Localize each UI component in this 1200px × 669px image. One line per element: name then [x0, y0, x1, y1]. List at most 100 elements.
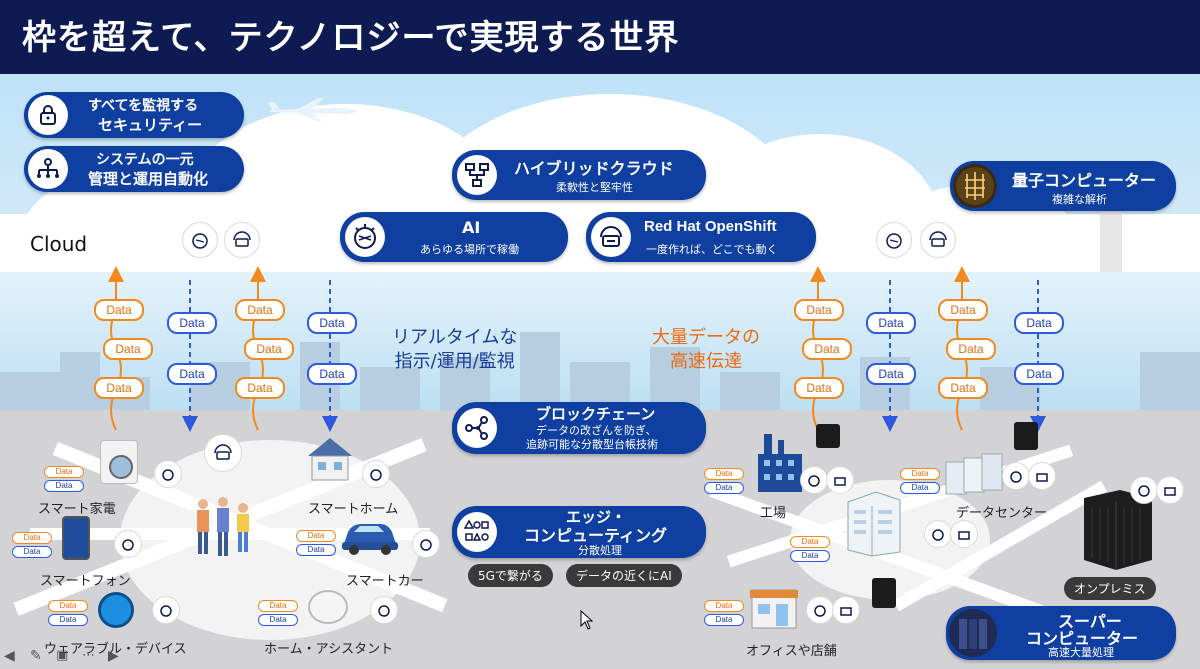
datacenter-label: データセンター [956, 506, 1048, 521]
openshift-device-icon [826, 466, 854, 494]
openshift-small-icon [224, 222, 260, 258]
quantum-pill[interactable]: 量子コンピューター 複雑な解析 [950, 161, 1176, 211]
openshift-title: Red Hat OpenShift [644, 218, 777, 235]
page-title: 枠を超えて、テクノロジーで実現する世界 [22, 18, 680, 58]
quantum-computer-image [953, 164, 997, 208]
quantum-title: 量子コンピューター [1012, 171, 1157, 190]
mouse-cursor-icon [580, 610, 594, 630]
hybrid-sub: 柔軟性と堅牢性 [556, 181, 633, 194]
more-icon[interactable]: ⋯ [82, 648, 95, 663]
data-down-label: Data [866, 363, 916, 385]
openshift-small-icon-right [920, 222, 956, 258]
ai-small-icon [182, 222, 218, 258]
wearable-icon [98, 592, 134, 628]
cloud-label: Cloud [30, 232, 88, 256]
datacenter-icon [945, 453, 1003, 495]
bigdata-line2: 高速伝達 [670, 351, 742, 372]
title-bar: 枠を超えて、テクノロジーで実現する世界 [0, 0, 1200, 74]
server-icon [872, 578, 896, 608]
mini-data-label: Data [48, 600, 88, 612]
ai-device-icon [152, 596, 180, 624]
data-up-label: Data [103, 338, 153, 360]
mini-data-label: Data [900, 468, 940, 480]
blockchain-sub1: データの改ざんを防ぎ、 [536, 424, 657, 437]
openshift-device-icon [832, 596, 860, 624]
openshift-device-icon [204, 434, 242, 472]
people-icon [197, 497, 249, 556]
home-assistant-label: ホーム・アシスタント [264, 642, 394, 657]
openshift-sub: 一度作れば、どこでも動く [646, 243, 778, 256]
ai-device-icon [806, 596, 834, 624]
mini-data-label: Data [296, 544, 336, 556]
ai-device-icon [800, 466, 828, 494]
ai-device-icon [362, 460, 390, 488]
supercomputer-image [949, 609, 997, 657]
hybrid-cloud-pill[interactable]: ハイブリッドクラウド 柔軟性と堅牢性 [452, 150, 706, 200]
mini-data-label: Data [296, 530, 336, 542]
data-up-label: Data [94, 299, 144, 321]
data-down-label: Data [866, 312, 916, 334]
office-building-icon [847, 491, 901, 557]
ai-pill[interactable]: AI あらゆる場所で稼働 [340, 212, 568, 262]
management-pill[interactable]: システムの一元 管理と運用自動化 [24, 146, 244, 192]
wearable-label: ウェアラブル・デバイス [44, 642, 187, 657]
data-up-label: Data [938, 377, 988, 399]
data-up-label: Data [946, 338, 996, 360]
onprem-server-rack-icon [1084, 490, 1152, 570]
data-up-label: Data [244, 338, 294, 360]
mini-data-label: Data [12, 546, 52, 558]
presentation-toolbar: ◀ ✎ ▣ ⋯ ▶ [0, 646, 130, 669]
edge-computing-pill[interactable]: エッジ・ コンピューティング 分散処理 [452, 506, 706, 558]
openshift-icon [591, 217, 631, 257]
mini-data-label: Data [44, 466, 84, 478]
hybrid-title: ハイブリッドクラウド [514, 159, 674, 178]
edge-title1: エッジ・ [566, 508, 627, 526]
mini-data-label: Data [704, 600, 744, 612]
hierarchy-icon [28, 149, 68, 189]
blockchain-title: ブロックチェーン [536, 405, 656, 423]
mini-data-label: Data [258, 600, 298, 612]
server-icon [816, 424, 840, 448]
supercomputer-line2: コンピューター [1026, 629, 1139, 648]
smartphone-icon [62, 516, 90, 560]
ai-device-icon [114, 530, 142, 558]
near-data-ai-tag: データの近くにAI [566, 564, 682, 587]
ai-device-icon [370, 596, 398, 624]
data-down-label: Data [167, 363, 217, 385]
ai-device-icon [1002, 462, 1030, 490]
security-pill[interactable]: すべてを監視する セキュリティー [24, 92, 244, 138]
smart-appliance-label: スマート家電 [38, 502, 116, 517]
openshift-pill[interactable]: Red Hat OpenShift 一度作れば、どこでも動く [586, 212, 816, 262]
data-up-label: Data [235, 377, 285, 399]
factory-label: 工場 [760, 506, 787, 521]
management-line2: 管理と運用自動化 [88, 170, 209, 188]
data-down-label: Data [167, 312, 217, 334]
server-icon [1014, 422, 1038, 450]
prev-arrow-icon[interactable]: ◀ [4, 648, 15, 664]
supercomputer-pill[interactable]: スーパー コンピューター 高速大量処理 [946, 606, 1176, 660]
ai-device-icon [154, 460, 182, 488]
shapes-icon [457, 512, 497, 552]
data-up-label: Data [794, 377, 844, 399]
mini-data-label: Data [258, 614, 298, 626]
edge-title2: コンピューティング [524, 526, 668, 545]
smart-car-label: スマートカー [346, 574, 424, 589]
pen-icon[interactable]: ✎ [30, 648, 42, 664]
realtime-line2: 指示/運用/監視 [394, 351, 515, 372]
openshift-device-icon [950, 520, 978, 548]
smart-home-label: スマートホーム [308, 502, 399, 517]
5g-tag: 5Gで繋がる [468, 564, 553, 587]
flowchart-icon [457, 155, 497, 195]
slides-icon[interactable]: ▣ [56, 648, 69, 663]
ai-brain-icon [345, 217, 385, 257]
blockchain-sub2: 追跡可能な分散型台帳技術 [526, 438, 658, 451]
realtime-line1: リアルタイムな [392, 327, 518, 348]
onprem-label: オンプレミス [1064, 577, 1156, 600]
next-arrow-icon[interactable]: ▶ [108, 648, 119, 664]
car-icon [340, 518, 400, 556]
ai-title: AI [462, 218, 481, 237]
mini-data-label: Data [704, 614, 744, 626]
openshift-device-icon [1028, 462, 1056, 490]
blockchain-pill[interactable]: ブロックチェーン データの改ざんを防ぎ、 追跡可能な分散型台帳技術 [452, 402, 706, 454]
